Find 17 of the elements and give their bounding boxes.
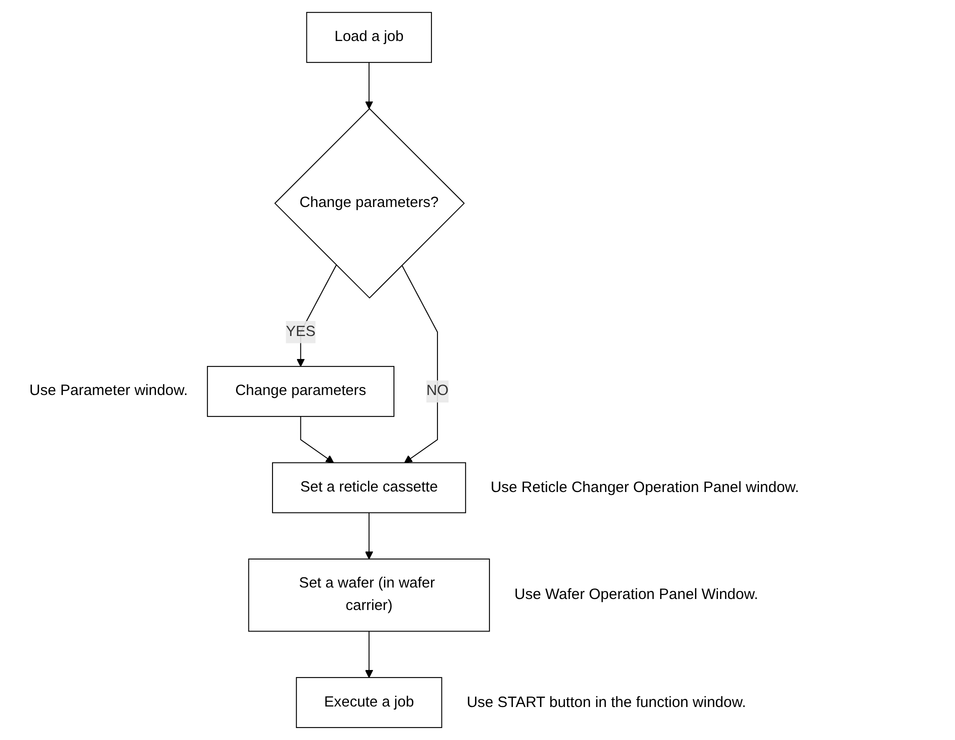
note-text: Use START button in the function window. xyxy=(466,694,746,712)
arrow xyxy=(300,416,334,464)
arrow xyxy=(364,512,374,560)
node-box: Change parameters xyxy=(206,366,394,417)
node-box: Execute a job xyxy=(296,677,442,728)
note-text: Use Wafer Operation Panel Window. xyxy=(514,586,758,604)
arrow xyxy=(364,630,374,678)
note-text: Use Parameter window. xyxy=(29,382,188,400)
arrow xyxy=(401,264,438,464)
edge-label: NO xyxy=(426,383,449,399)
arrow xyxy=(364,62,374,110)
note-text: Use Reticle Changer Operation Panel window. xyxy=(490,478,800,497)
node-box: Set a wafer (in wafer carrier) xyxy=(248,558,490,632)
node-box: Set a reticle cassette xyxy=(272,462,466,514)
edge-label: YES xyxy=(286,324,316,340)
node-diamond: Change parameters? xyxy=(274,108,465,299)
node-box: Load a job xyxy=(306,12,432,63)
